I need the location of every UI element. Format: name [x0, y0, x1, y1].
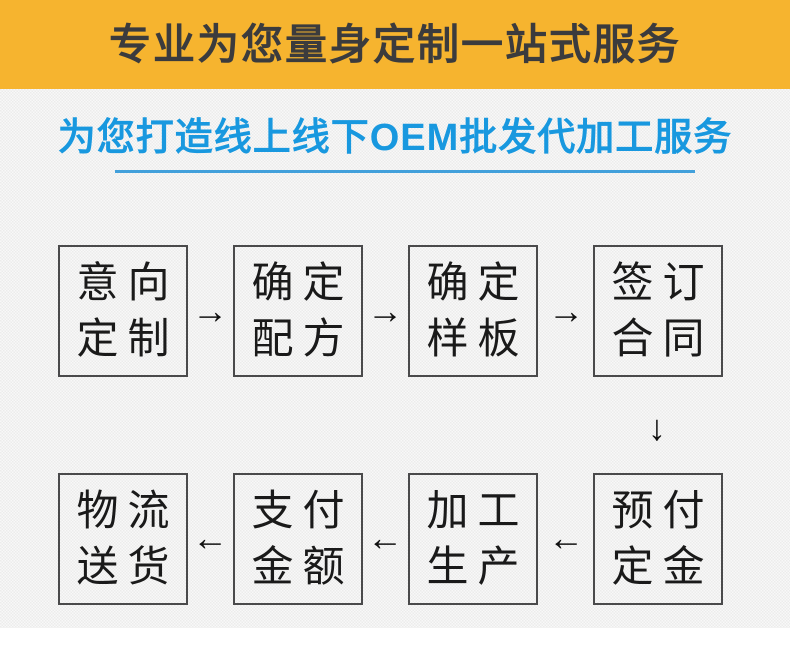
- flow-step-label: 加工 生产: [426, 487, 529, 590]
- flow-step-confirm-sample: 确定 样板: [408, 245, 538, 377]
- flow-step-label: 确定 配方: [251, 259, 354, 362]
- flow-step-intent-customize: 意向 定制: [58, 245, 188, 377]
- flow-step-processing-production: 加工 生产: [408, 473, 538, 605]
- arrow-left-icon: ←: [192, 517, 228, 558]
- arrow-left-icon: ←: [548, 517, 584, 558]
- textured-background: [0, 89, 790, 628]
- banner-title: 专业为您量身定制一站式服务: [108, 20, 681, 68]
- arrow-left-icon: ←: [367, 517, 403, 558]
- flow-step-label: 预付 定金: [611, 487, 714, 590]
- bottom-white-strip: [0, 628, 790, 648]
- flow-step-label: 意向 定制: [76, 259, 179, 362]
- flow-step-confirm-formula: 确定 配方: [233, 245, 363, 377]
- flow-step-pay-amount: 支付 金额: [233, 473, 363, 605]
- flow-step-label: 支付 金额: [251, 487, 354, 590]
- arrow-right-icon: →: [548, 290, 584, 331]
- arrow-right-icon: →: [192, 290, 228, 331]
- flow-step-logistics-delivery: 物流 送货: [58, 473, 188, 605]
- top-banner: 专业为您量身定制一站式服务: [0, 0, 790, 89]
- subtitle-text: 为您打造线上线下OEM批发代加工服务: [57, 117, 733, 159]
- subtitle-underline: [115, 170, 695, 173]
- flow-step-sign-contract: 签订 合同: [593, 245, 723, 377]
- flow-step-label: 物流 送货: [76, 487, 179, 590]
- arrow-right-icon: →: [367, 290, 403, 331]
- flow-step-label: 签订 合同: [611, 259, 714, 362]
- flow-step-label: 确定 样板: [426, 259, 529, 362]
- arrow-down-icon: ↓: [648, 407, 666, 448]
- flow-step-prepay-deposit: 预付 定金: [593, 473, 723, 605]
